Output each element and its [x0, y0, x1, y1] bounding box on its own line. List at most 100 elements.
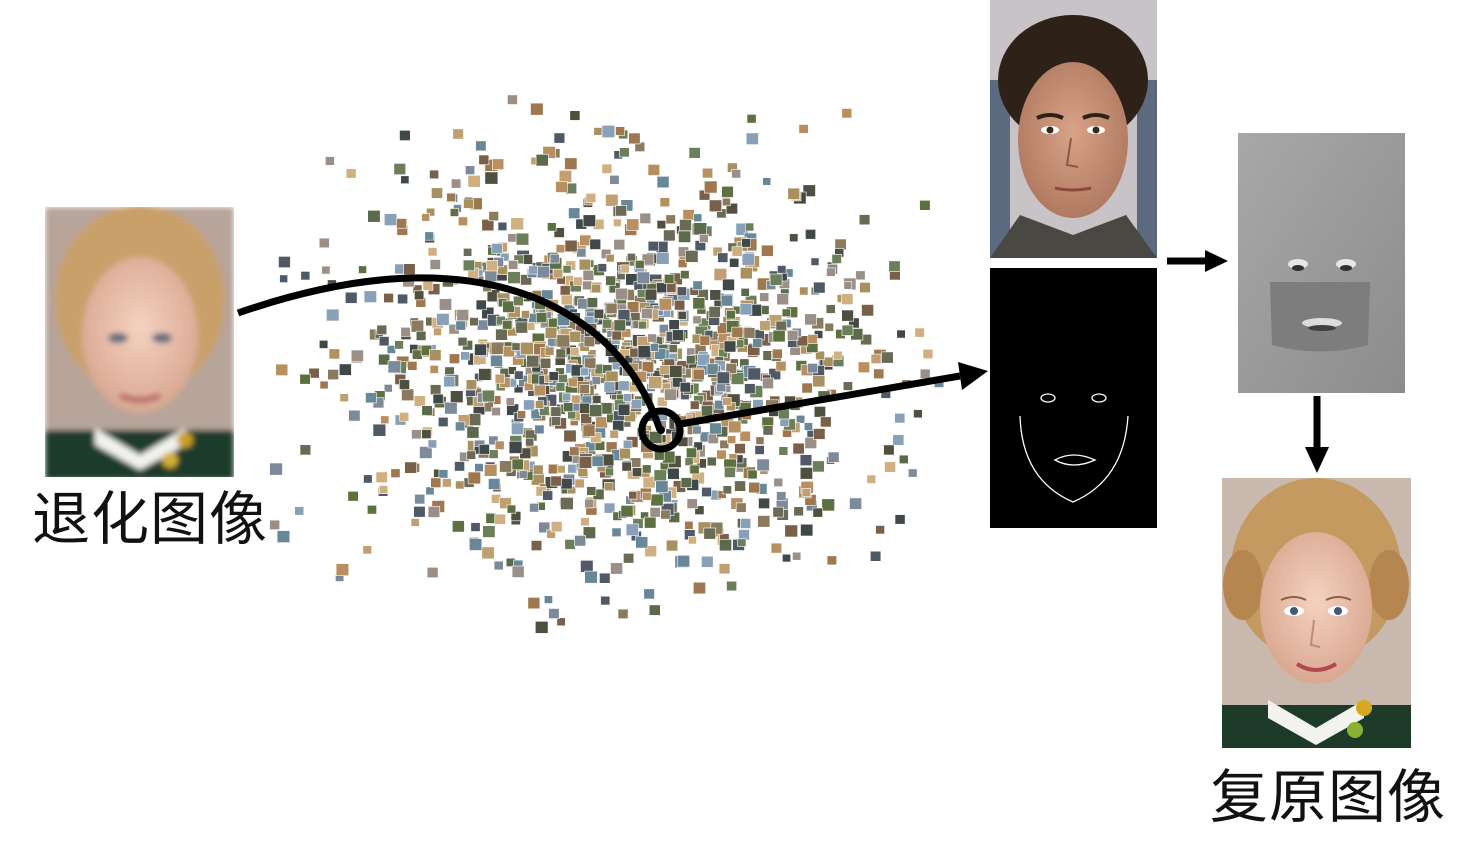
- image-tile: [807, 363, 818, 374]
- image-tile: [741, 238, 752, 248]
- input-label: 退化图像: [32, 485, 269, 553]
- image-tile: [658, 297, 672, 311]
- image-tile: [731, 169, 741, 179]
- image-tile: [894, 514, 906, 525]
- image-tile: [414, 290, 425, 301]
- image-tile: [858, 214, 871, 226]
- image-tile: [721, 186, 734, 198]
- image-tile: [278, 256, 291, 268]
- image-tile: [394, 340, 404, 350]
- image-tile: [579, 384, 590, 395]
- image-tile: [511, 342, 521, 351]
- image-tile: [615, 287, 629, 301]
- image-tile: [604, 467, 614, 477]
- image-tile: [520, 341, 534, 355]
- image-tile: [679, 381, 691, 393]
- image-tile: [759, 292, 770, 302]
- image-tile: [375, 471, 388, 483]
- image-tile: [367, 210, 381, 223]
- image-tile: [665, 214, 676, 225]
- image-tile: [393, 163, 406, 175]
- image-tile: [446, 192, 456, 203]
- image-tile: [826, 267, 836, 277]
- image-tile: [488, 435, 499, 446]
- image-tile: [591, 455, 604, 467]
- image-tile: [484, 463, 498, 477]
- image-tile: [269, 462, 283, 476]
- image-tile: [621, 461, 632, 472]
- image-tile: [730, 372, 745, 385]
- image-tile: [684, 520, 694, 530]
- image-tile: [592, 395, 602, 404]
- image-tile: [795, 414, 806, 424]
- image-tile: [659, 197, 670, 208]
- image-tile: [843, 281, 853, 290]
- image-tile: [717, 252, 729, 263]
- image-tile: [491, 243, 503, 254]
- image-tile: [694, 505, 705, 515]
- image-tile: [569, 446, 580, 457]
- image-tile: [599, 572, 611, 584]
- image-tile: [617, 608, 629, 619]
- image-tile: [805, 229, 817, 240]
- image-tile: [597, 263, 607, 273]
- image-tile: [724, 466, 736, 478]
- image-tile: [701, 555, 714, 568]
- image-tile: [517, 410, 526, 419]
- image-tile: [499, 497, 512, 510]
- image-tile: [511, 458, 524, 471]
- image-tile: [841, 324, 854, 336]
- image-tile: [591, 376, 601, 385]
- image-tile: [457, 216, 468, 226]
- image-tile: [600, 595, 611, 606]
- image-tile: [686, 498, 698, 509]
- image-tile: [488, 211, 499, 222]
- image-tile: [857, 361, 870, 373]
- image-tile: [570, 346, 580, 356]
- image-tile: [647, 241, 659, 252]
- image-tile: [654, 348, 667, 360]
- image-tile: [455, 320, 466, 331]
- image-tile: [469, 317, 479, 327]
- image-tile: [562, 265, 572, 274]
- image-tile: [383, 384, 393, 393]
- image-tile: [807, 334, 818, 344]
- image-tile: [888, 260, 901, 272]
- image-tile: [383, 292, 394, 303]
- image-tile: [859, 282, 871, 293]
- image-tile: [623, 552, 635, 564]
- image-tile: [543, 595, 553, 604]
- image-tile: [800, 523, 814, 537]
- image-tile: [513, 254, 524, 265]
- image-tile: [548, 608, 560, 619]
- image-tile: [443, 375, 456, 388]
- image-tile: [848, 317, 860, 329]
- image-tile: [755, 436, 765, 445]
- image-tile: [759, 320, 771, 332]
- image-tile: [421, 405, 433, 416]
- image-tile: [706, 363, 719, 375]
- image-tile: [514, 370, 524, 380]
- image-tile: [507, 366, 517, 375]
- image-tile: [378, 353, 391, 366]
- image-tile: [460, 351, 470, 361]
- image-tile: [739, 518, 752, 529]
- image-tile: [494, 440, 505, 450]
- image-tile: [883, 444, 895, 456]
- image-tile: [318, 237, 330, 249]
- image-tile: [481, 389, 495, 403]
- image-tile: [762, 177, 772, 186]
- image-tile: [511, 422, 524, 435]
- image-tile: [757, 515, 771, 528]
- image-tile: [556, 465, 566, 474]
- image-tile: [731, 326, 744, 338]
- image-tile: [580, 517, 590, 527]
- image-tile: [326, 308, 340, 322]
- image-tile: [855, 270, 866, 281]
- image-tile: [588, 404, 603, 418]
- image-tile: [716, 449, 727, 460]
- image-tile: [772, 329, 786, 343]
- image-tile: [692, 425, 702, 435]
- image-tile: [376, 324, 388, 335]
